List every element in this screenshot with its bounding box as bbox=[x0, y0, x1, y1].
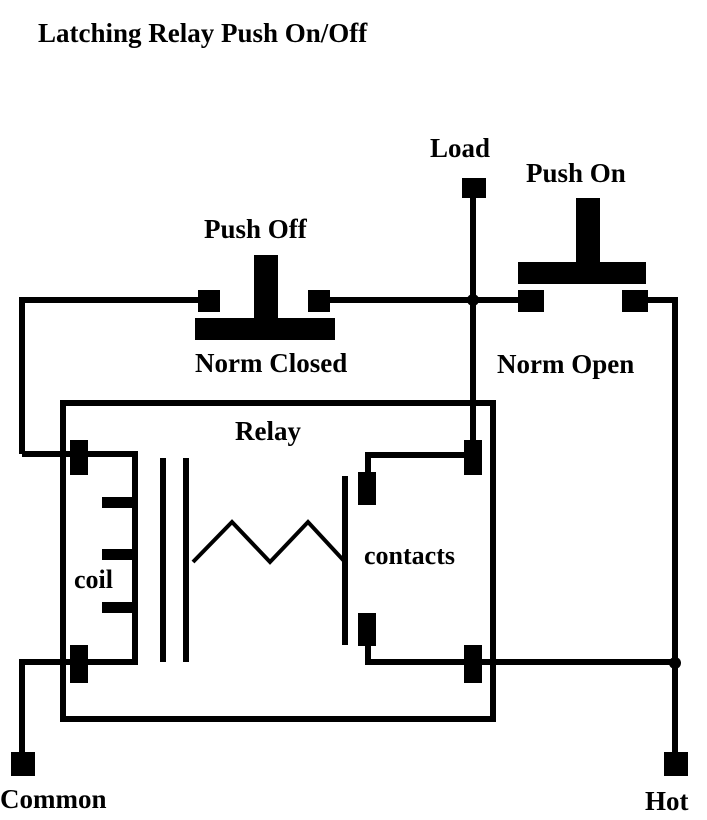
label-push-off: Push Off bbox=[204, 214, 308, 244]
label-hot: Hot bbox=[645, 786, 689, 816]
push-on-terminal-right bbox=[622, 290, 648, 312]
label-coil: coil bbox=[74, 565, 113, 594]
wire-push-on-to-hot bbox=[642, 297, 678, 758]
push-on-bar[interactable] bbox=[518, 262, 646, 284]
push-off-terminal-left bbox=[198, 290, 220, 312]
coil-terminal-top bbox=[70, 440, 88, 475]
push-on-terminal-left bbox=[518, 290, 544, 312]
label-norm-open: Norm Open bbox=[497, 349, 634, 379]
label-common: Common bbox=[0, 784, 107, 814]
relay-box bbox=[60, 400, 496, 722]
push-off-stem[interactable] bbox=[254, 255, 278, 320]
contact-terminal-bottom bbox=[464, 645, 482, 683]
contact-pad-top bbox=[358, 472, 376, 505]
armature-spring bbox=[191, 519, 347, 565]
junction-dot-top bbox=[467, 294, 479, 306]
coil-winding bbox=[85, 451, 138, 665]
junction-dot-bottom bbox=[669, 657, 681, 669]
common-terminal bbox=[11, 752, 35, 776]
contact-wire-top bbox=[365, 452, 473, 476]
diagram-title: Latching Relay Push On/Off bbox=[38, 18, 368, 48]
coil-terminal-bottom bbox=[70, 645, 88, 683]
label-load: Load bbox=[430, 133, 490, 163]
contact-wire-bottom bbox=[365, 617, 675, 665]
push-on-stem[interactable] bbox=[576, 198, 600, 266]
load-terminal bbox=[462, 178, 486, 198]
label-contacts: contacts bbox=[364, 541, 455, 570]
contact-terminal-top bbox=[464, 440, 482, 475]
label-relay: Relay bbox=[235, 416, 301, 446]
wire-common bbox=[19, 659, 70, 758]
hot-terminal bbox=[664, 752, 688, 776]
push-off-terminal-right bbox=[308, 290, 330, 312]
label-norm-closed: Norm Closed bbox=[195, 348, 347, 378]
wire-left-to-push-off bbox=[19, 297, 200, 454]
label-push-on: Push On bbox=[526, 158, 626, 188]
contact-pad-bottom bbox=[358, 613, 376, 646]
push-off-bar[interactable] bbox=[195, 318, 335, 340]
